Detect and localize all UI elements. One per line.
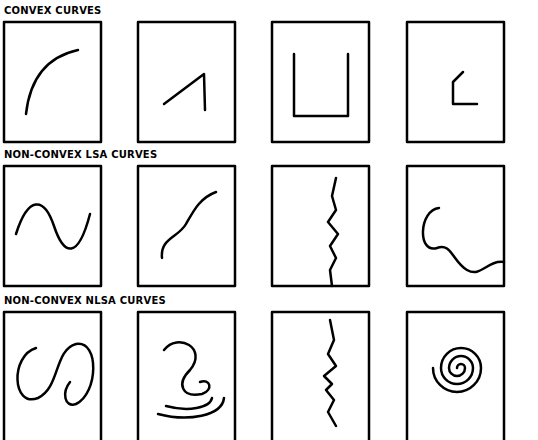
curve-panel (407, 22, 504, 142)
curve-panel (272, 312, 369, 440)
curve-panel (4, 312, 101, 440)
curve-panel (272, 166, 369, 286)
curve-panel (138, 312, 235, 440)
curve-panel (4, 166, 101, 286)
curve-panel (407, 166, 504, 286)
section-heading: NON-CONVEX NLSA CURVES (3, 295, 167, 306)
section-heading: CONVEX CURVES (3, 5, 103, 16)
curve-panel (272, 22, 369, 142)
curve-panel (407, 312, 504, 440)
curve-panel (138, 166, 235, 286)
section-heading: NON-CONVEX LSA CURVES (3, 149, 158, 160)
curve-panel (138, 22, 235, 142)
curve-panel (4, 22, 101, 142)
